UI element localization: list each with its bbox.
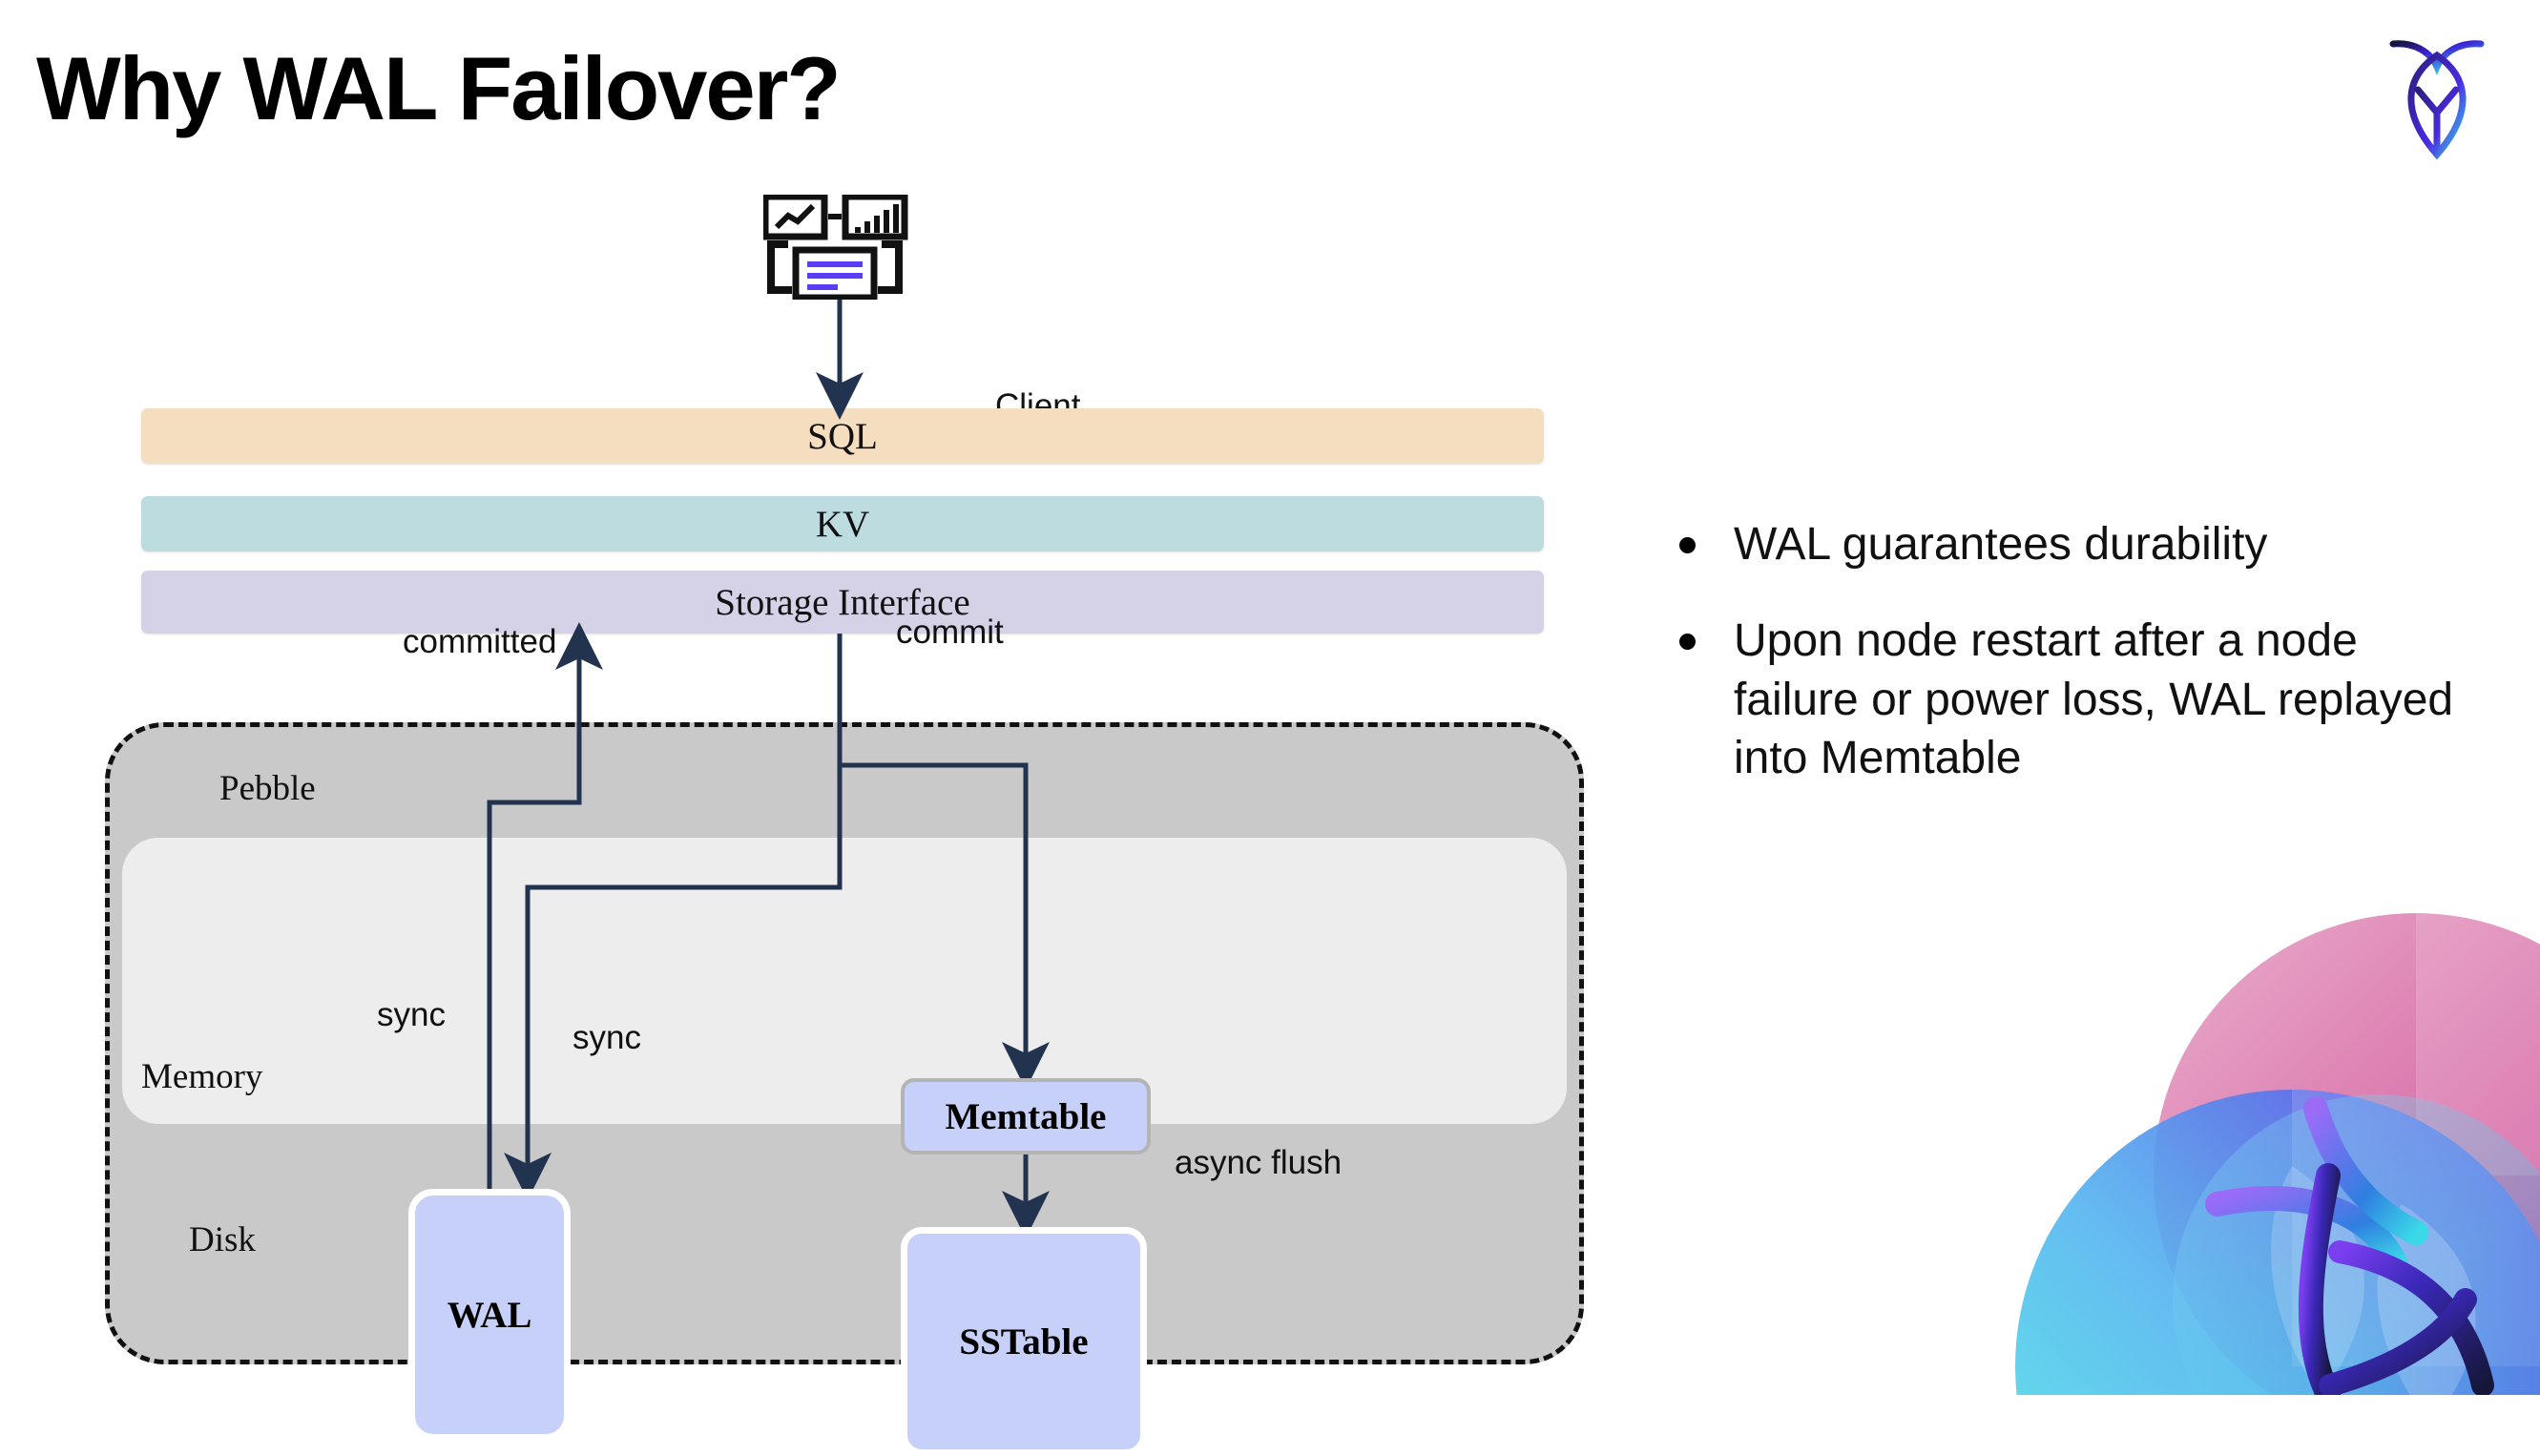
diagram-edges [487, 300, 1050, 1238]
bullet-text: Upon node restart after a node failure o… [1734, 615, 2454, 784]
layer-bar-kv: KV [141, 496, 1544, 551]
edge-label-sync-2: sync [573, 1019, 641, 1056]
edge-label-committed: committed [403, 623, 557, 660]
edge-label-async-flush: async flush [1175, 1144, 1343, 1181]
page-title: Why WAL Failover? [36, 38, 842, 138]
list-item: WAL guarantees durability [1679, 515, 2490, 573]
pebble-label: Pebble [219, 769, 316, 808]
client-dashboard-icon [761, 193, 916, 302]
bullet-list: WAL guarantees durability Upon node rest… [1679, 515, 2490, 826]
decorative-brand-artwork [1882, 889, 2540, 1456]
node-memtable: Memtable [901, 1078, 1151, 1154]
slide: Why WAL Failover? [0, 31, 2540, 1456]
cockroachdb-logo-icon [2380, 31, 2494, 164]
architecture-diagram: Client SQL KV Storage Interface Pebble M… [0, 172, 1603, 1456]
bullet-text: WAL guarantees durability [1734, 519, 2268, 570]
layer-bar-storage: Storage Interface [141, 571, 1544, 634]
node-wal: WAL [408, 1189, 571, 1441]
edge-label-sync-1: sync [377, 996, 446, 1033]
bullet-dot-icon [1679, 634, 1696, 651]
node-sstable: SSTable [901, 1227, 1147, 1456]
disk-label: Disk [189, 1220, 256, 1259]
memory-region [122, 838, 1567, 1124]
memory-label: Memory [141, 1057, 263, 1096]
bullet-dot-icon [1679, 537, 1696, 553]
edge-label-commit: commit [896, 614, 1004, 651]
list-item: Upon node restart after a node failure o… [1679, 612, 2490, 787]
